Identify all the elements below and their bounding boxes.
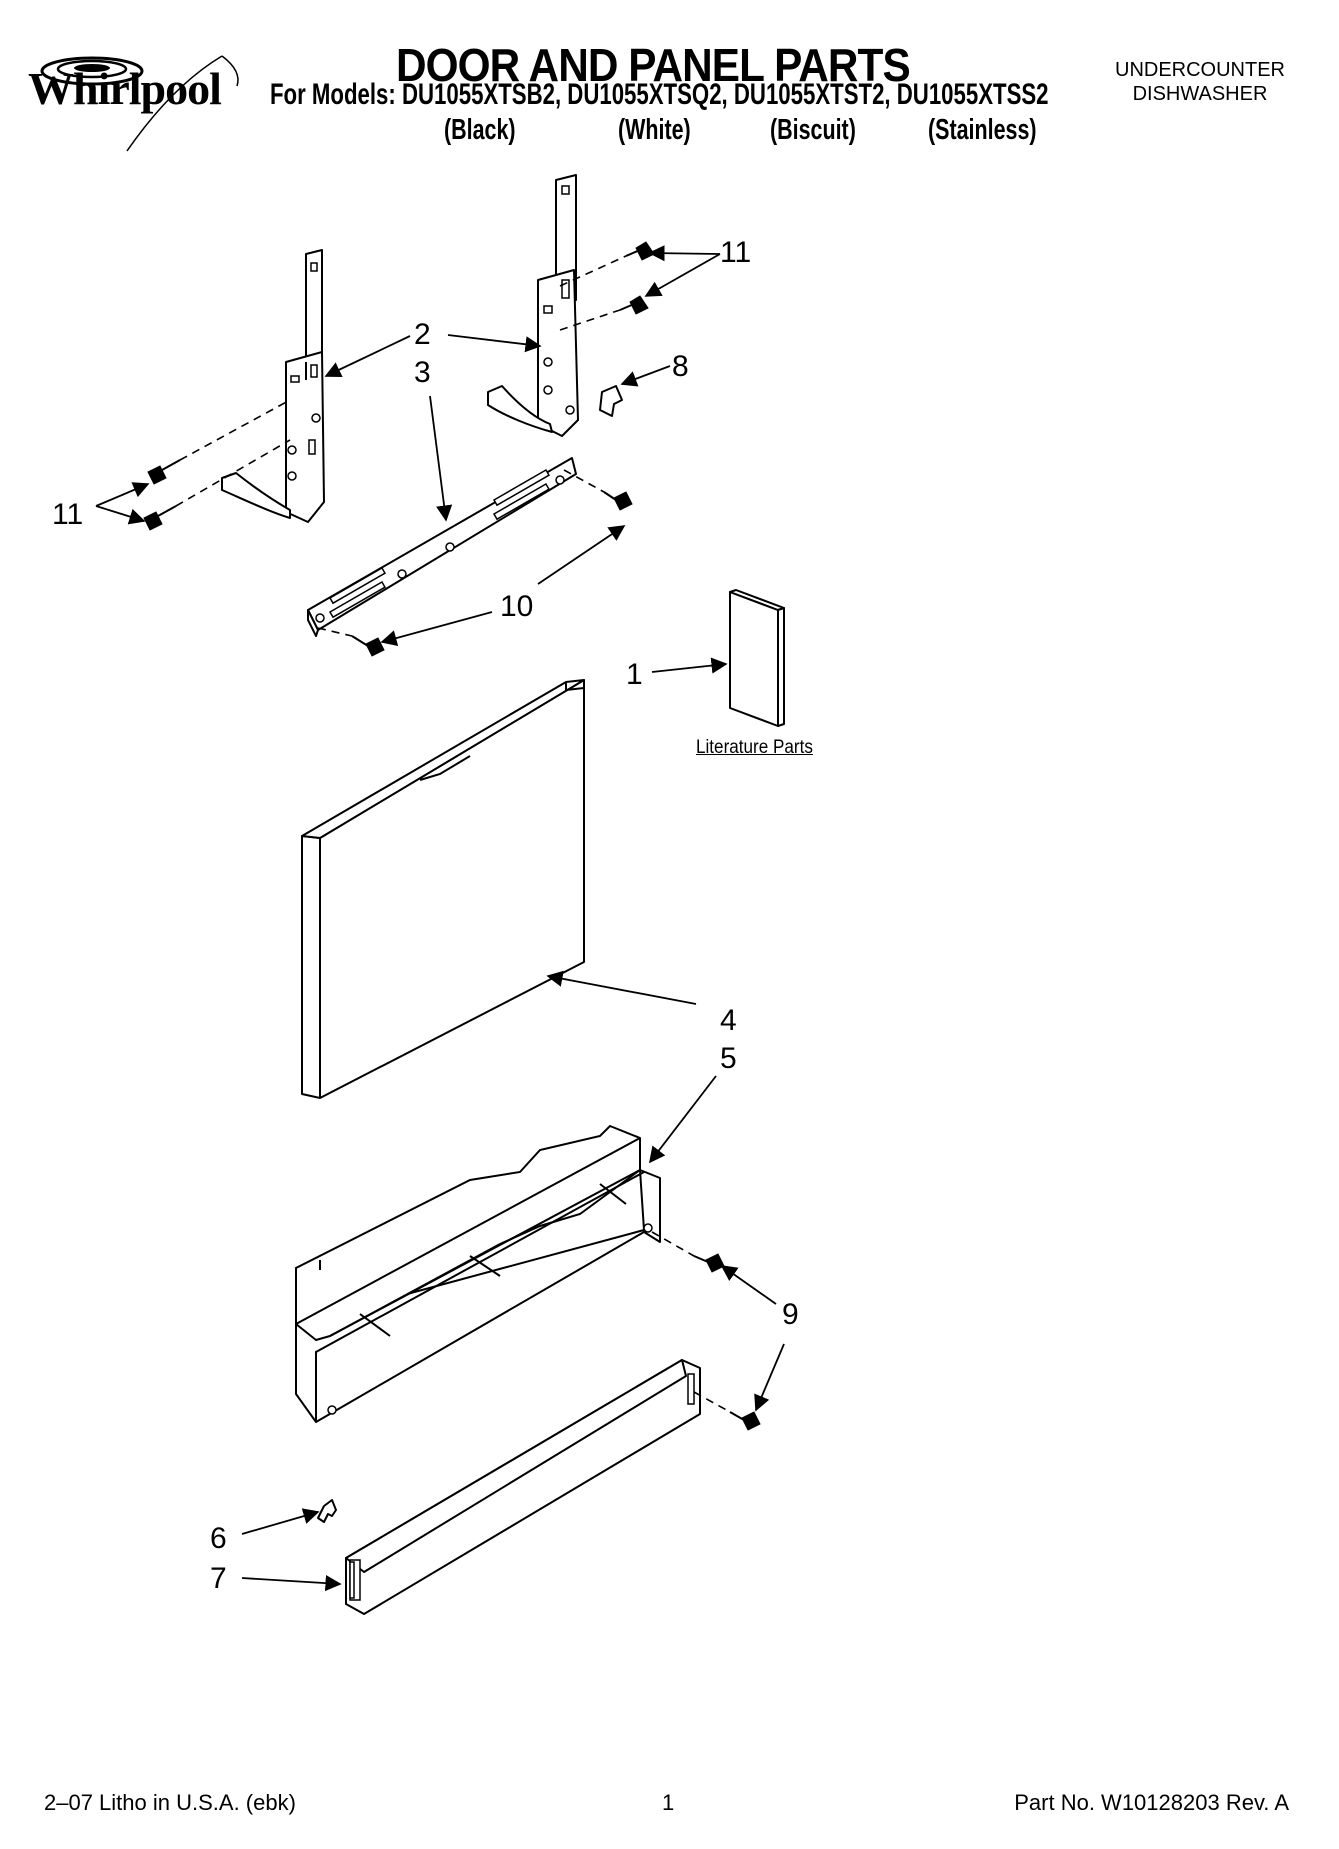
page-number: 1: [662, 1790, 675, 1815]
screw-9-upper: [693, 1253, 725, 1273]
callout-4: 4: [720, 1004, 737, 1037]
brand-wordmark: Whirlpool: [28, 63, 222, 114]
variant-stainless: (Stainless): [928, 114, 1037, 146]
literature-parts-label: Literature Parts: [696, 737, 813, 758]
callout-11-right: 11: [720, 236, 752, 269]
leader-lines: [95, 245, 785, 1592]
part-number: Part No. W10128203 Rev. A: [1014, 1790, 1289, 1815]
callout-3: 3: [414, 356, 431, 389]
appliance-category: UNDERCOUNTER DISHWASHER: [1115, 58, 1285, 106]
toe-kick-panel: [345, 1359, 701, 1615]
left-door-hinge-bracket: [221, 249, 325, 523]
category-line-2: DISHWASHER: [1132, 83, 1268, 105]
category-line-1: UNDERCOUNTER: [1115, 59, 1285, 81]
hinge-clip: [599, 385, 623, 417]
screw-10-lower: [351, 635, 385, 657]
footer-print-info: 2–07 Litho in U.S.A. (ebk): [44, 1790, 296, 1815]
screw-11-right-upper: [625, 241, 655, 261]
variant-black: (Black): [444, 114, 516, 146]
callout-5: 5: [720, 1042, 737, 1075]
callout-8: 8: [672, 350, 689, 383]
assembly-lines: [175, 255, 731, 1413]
callout-11-left: 11: [52, 498, 84, 531]
variant-white: (White): [618, 114, 691, 146]
right-door-hinge-bracket: [487, 174, 579, 437]
screw-10-upper: [603, 491, 633, 511]
screw-11-right-lower: [619, 295, 649, 315]
literature-parts-booklet: [729, 589, 785, 727]
callout-10: 10: [500, 590, 534, 623]
callout-9: 9: [782, 1298, 799, 1331]
models-line: For Models: DU1055XTSB2, DU1055XTSQ2, DU…: [270, 78, 1049, 111]
toe-panel-support: [295, 1124, 661, 1423]
callout-6: 6: [210, 1522, 227, 1555]
toe-kick-clip: [317, 1499, 337, 1523]
screw-11-left-upper: [147, 459, 181, 485]
variant-biscuit: (Biscuit): [770, 114, 856, 146]
door-hinge-channel: [307, 457, 577, 637]
screw-11-left-lower: [143, 505, 177, 531]
logo-swirl-icon: [40, 55, 239, 152]
brand-logo: [22, 46, 272, 161]
callout-2-left: 2: [414, 318, 431, 351]
callout-7: 7: [210, 1562, 227, 1595]
outer-door-panel: [301, 679, 585, 1099]
page-title: DOOR AND PANEL PARTS: [396, 39, 911, 91]
screw-9-lower: [729, 1411, 761, 1431]
callout-1: 1: [626, 658, 643, 691]
